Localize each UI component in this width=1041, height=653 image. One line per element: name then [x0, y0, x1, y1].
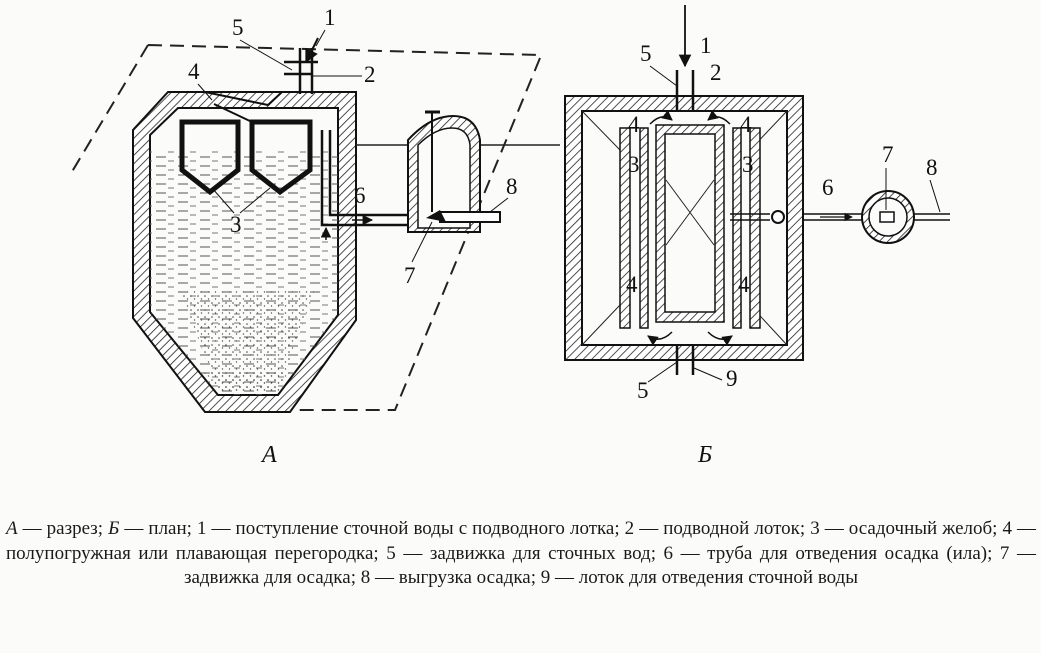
callout-8: 8 — [506, 174, 518, 199]
callout-b-9: 9 — [726, 366, 738, 391]
callout-b-1: 1 — [700, 33, 712, 58]
inlet-pipe — [284, 48, 318, 94]
callout-7: 7 — [404, 263, 416, 288]
settling-trough-left — [179, 119, 241, 196]
partition — [204, 91, 283, 123]
callout-6: 6 — [354, 183, 366, 208]
sludge-area — [180, 290, 315, 392]
panel-label-b: Б — [697, 442, 712, 468]
callout-2: 2 — [364, 62, 376, 87]
callout-b-8: 8 — [926, 155, 938, 180]
sludge-pipe — [320, 130, 440, 227]
plan-central-trough — [655, 124, 725, 323]
caption-letter-b: Б — [108, 518, 120, 539]
settling-trough-right — [249, 119, 313, 196]
caption-text-a: — разрез; — [17, 518, 109, 539]
section-view: 1 2 3 4 5 6 7 8 А — [69, 5, 560, 468]
callout-b-2: 2 — [710, 60, 722, 85]
dashed-outline — [69, 44, 541, 411]
callout-b-6: 6 — [822, 175, 834, 200]
callout-3: 3 — [230, 212, 242, 237]
callout-b-4d: 4 — [738, 272, 750, 297]
callout-b-4a: 4 — [628, 112, 640, 137]
panel-label-a: А — [260, 442, 277, 468]
callout-b-4c: 4 — [626, 272, 638, 297]
callout-b-3b: 3 — [742, 152, 754, 177]
callout-b-7: 7 — [882, 142, 894, 167]
callout-5: 5 — [232, 15, 244, 40]
settling-tank-diagram: 1 2 3 4 5 6 7 8 А — [69, 5, 950, 468]
callout-1: 1 — [324, 5, 336, 30]
callout-b-5b: 5 — [637, 378, 649, 403]
caption-letter-a: А — [6, 518, 18, 539]
figure-caption: А — разрез; Б — план; 1 — поступление ст… — [6, 517, 1036, 591]
caption-text-b: — план; 1 — поступление сточной воды с п… — [6, 518, 1037, 588]
plan-view: 1 2 3 3 4 4 4 4 5 5 6 7 8 9 Б — [564, 5, 950, 468]
callout-b-4b: 4 — [740, 112, 752, 137]
callout-b-5a: 5 — [640, 41, 652, 66]
callout-b-3a: 3 — [628, 152, 640, 177]
callout-4: 4 — [188, 59, 200, 84]
